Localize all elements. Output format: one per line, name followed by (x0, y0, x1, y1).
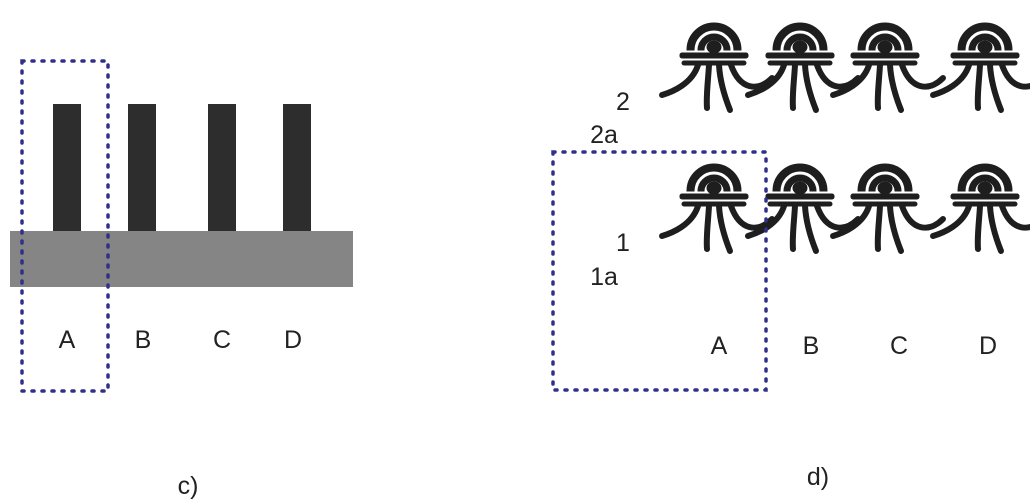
panel-d (662, 23, 1030, 251)
pillar-b (128, 104, 156, 231)
pillar-c (208, 104, 236, 231)
substrate (10, 231, 353, 287)
unit-row-1 (662, 164, 1030, 251)
row-label-1: 1 (616, 229, 630, 257)
column-label-a-c: A (59, 326, 76, 354)
unit-2-d (933, 23, 1030, 110)
row-label-2a: 2a (590, 121, 618, 149)
pillar-a (53, 104, 81, 231)
column-label-c-c: C (213, 326, 231, 354)
column-label-c-d: C (890, 332, 908, 360)
row-label-2: 2 (616, 88, 630, 116)
column-label-a-d: A (711, 332, 728, 360)
unit-2-a (662, 23, 772, 110)
pillar-d (283, 104, 311, 231)
selection-box-d (551, 150, 768, 392)
row-label-1a: 1a (590, 263, 618, 291)
unit-2-c (833, 23, 943, 110)
panel-c: A B C D c) (10, 59, 353, 500)
caption-d: d) (807, 463, 829, 491)
selection-box-c (20, 59, 110, 393)
unit-1-a (662, 164, 772, 251)
column-label-b-c: B (135, 326, 152, 354)
unit-1-c (833, 164, 943, 251)
unit-2-b (748, 23, 858, 110)
unit-1-d (933, 164, 1030, 251)
column-label-d-c: D (284, 326, 302, 354)
unit-row-2 (662, 23, 1030, 110)
column-label-b-d: B (803, 332, 820, 360)
column-label-d-d: D (979, 332, 997, 360)
caption-c: c) (178, 472, 199, 499)
unit-1-b (748, 164, 858, 251)
